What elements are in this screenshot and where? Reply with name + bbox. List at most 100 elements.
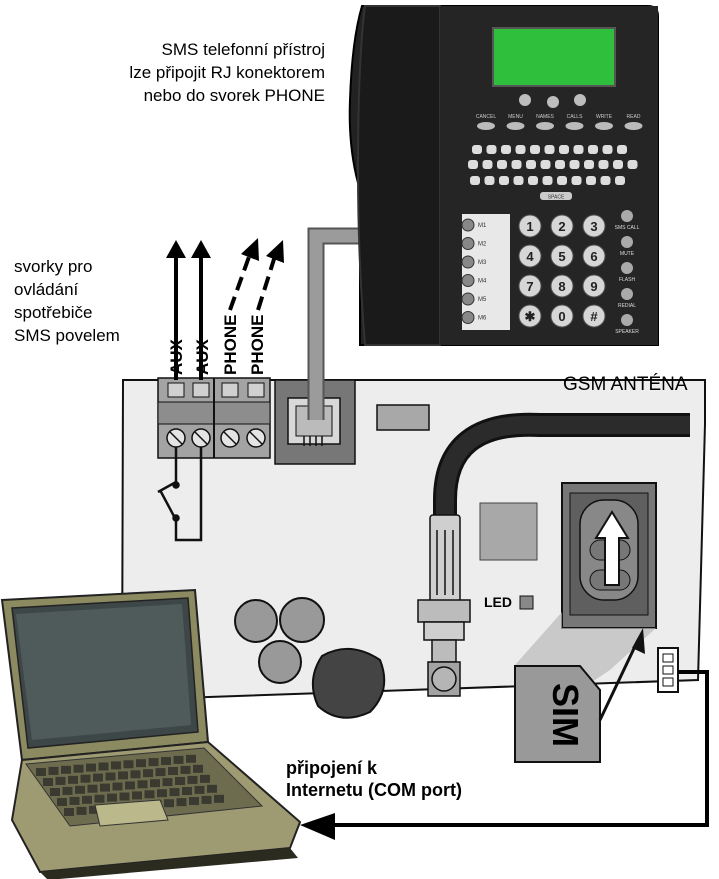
terminal-label-line2: ovládání — [14, 280, 79, 299]
softkey-label: CALLS — [567, 114, 584, 120]
laptop-key — [148, 758, 159, 767]
com-connector — [657, 647, 679, 693]
qwerty-key — [484, 176, 495, 185]
laptop-key — [182, 787, 192, 795]
laptop-key — [173, 755, 184, 764]
qwerty-key — [588, 145, 598, 154]
space-key-label: SPACE — [548, 195, 565, 201]
laptop-key — [168, 767, 178, 775]
capacitors — [234, 597, 325, 684]
qwerty-key — [602, 145, 613, 154]
qwerty-key — [617, 145, 627, 154]
laptop-key — [36, 768, 46, 776]
side-key — [621, 210, 633, 222]
qwerty-key — [486, 145, 497, 154]
internet-label-line1: připojení k — [286, 758, 378, 778]
laptop-key — [194, 785, 205, 794]
dial-key-label: 6 — [590, 249, 597, 264]
laptop-key — [118, 771, 128, 780]
dial-key — [582, 214, 606, 238]
qwerty-key — [557, 176, 567, 185]
internet-connection-label: připojení k Internetu (COM port) — [286, 757, 462, 801]
phone-arrows — [228, 238, 284, 311]
softkey-label: WRITE — [596, 114, 613, 120]
led-label: LED — [484, 594, 512, 610]
softkey — [477, 122, 495, 130]
qwerty-key — [559, 145, 569, 154]
terminal-top-slots — [167, 382, 265, 398]
laptop-key — [73, 764, 84, 773]
qwerty-key — [600, 176, 611, 185]
gsm-chip — [479, 502, 538, 561]
laptop-key — [155, 768, 166, 777]
laptop — [0, 588, 302, 879]
laptop-key — [162, 778, 173, 787]
laptop-key — [137, 780, 148, 789]
terminal-block — [157, 377, 271, 459]
qwerty-key — [573, 145, 584, 154]
softkey — [506, 122, 525, 130]
laptop-key — [200, 774, 210, 783]
memory-key-button — [461, 311, 475, 324]
laptop-key — [111, 761, 121, 770]
memory-key-label: M4 — [478, 279, 487, 285]
phone-lcd — [492, 27, 616, 87]
dial-key-label: 0 — [558, 309, 565, 324]
softkey — [624, 122, 643, 130]
qwerty-key — [515, 145, 526, 154]
qwerty-key — [555, 160, 565, 169]
sim-direction-arrow — [598, 628, 645, 721]
qwerty-key — [530, 145, 540, 154]
antenna-connector — [417, 514, 471, 697]
dial-key — [518, 244, 542, 268]
qwerty-key — [627, 160, 638, 169]
laptop-key — [86, 763, 96, 772]
qwerty-key — [511, 160, 522, 169]
memory-key-label: M1 — [478, 223, 487, 229]
dial-key-label: 7 — [526, 279, 533, 294]
laptop-key — [76, 806, 87, 815]
memory-key-label: M2 — [478, 242, 487, 248]
laptop-key — [43, 778, 53, 786]
buzzer — [311, 647, 386, 719]
dial-key — [518, 274, 542, 298]
qwerty-key — [615, 176, 625, 185]
laptop-key — [175, 777, 185, 785]
laptop-key — [207, 784, 217, 793]
phone-qwerty-keys: SPACE — [468, 145, 638, 201]
terminal-label: svorky pro ovládání spotřebiče SMS povel… — [14, 255, 120, 347]
laptop-key — [130, 770, 141, 779]
dial-key-label: ✱ — [525, 309, 536, 324]
laptop-key — [64, 808, 74, 816]
phone-cable — [307, 227, 365, 420]
board-component — [376, 404, 430, 431]
laptop-key — [164, 799, 174, 808]
softkey — [565, 122, 584, 130]
qwerty-key — [544, 145, 555, 154]
side-key — [621, 262, 633, 274]
side-key-label: MUTE — [620, 251, 635, 257]
laptop-key — [125, 781, 135, 790]
com-cable — [300, 670, 709, 840]
dial-key — [550, 244, 574, 268]
laptop-key — [50, 788, 60, 796]
softkey — [536, 122, 554, 130]
laptop-key — [214, 794, 224, 803]
qwerty-key — [571, 176, 582, 185]
sms-phone-label-line3: nebo do svorek PHONE — [143, 86, 325, 105]
qwerty-key — [499, 176, 509, 185]
laptop-key — [187, 775, 198, 784]
qwerty-key — [586, 176, 596, 185]
laptop-key — [186, 754, 196, 763]
memory-key-label: M5 — [478, 297, 487, 303]
laptop-key — [82, 795, 92, 804]
dial-key — [582, 274, 606, 298]
dial-key — [518, 304, 542, 328]
laptop-key — [136, 759, 146, 768]
aux-arrows — [166, 240, 211, 380]
dial-key-label: # — [590, 309, 598, 324]
side-key — [621, 314, 633, 326]
